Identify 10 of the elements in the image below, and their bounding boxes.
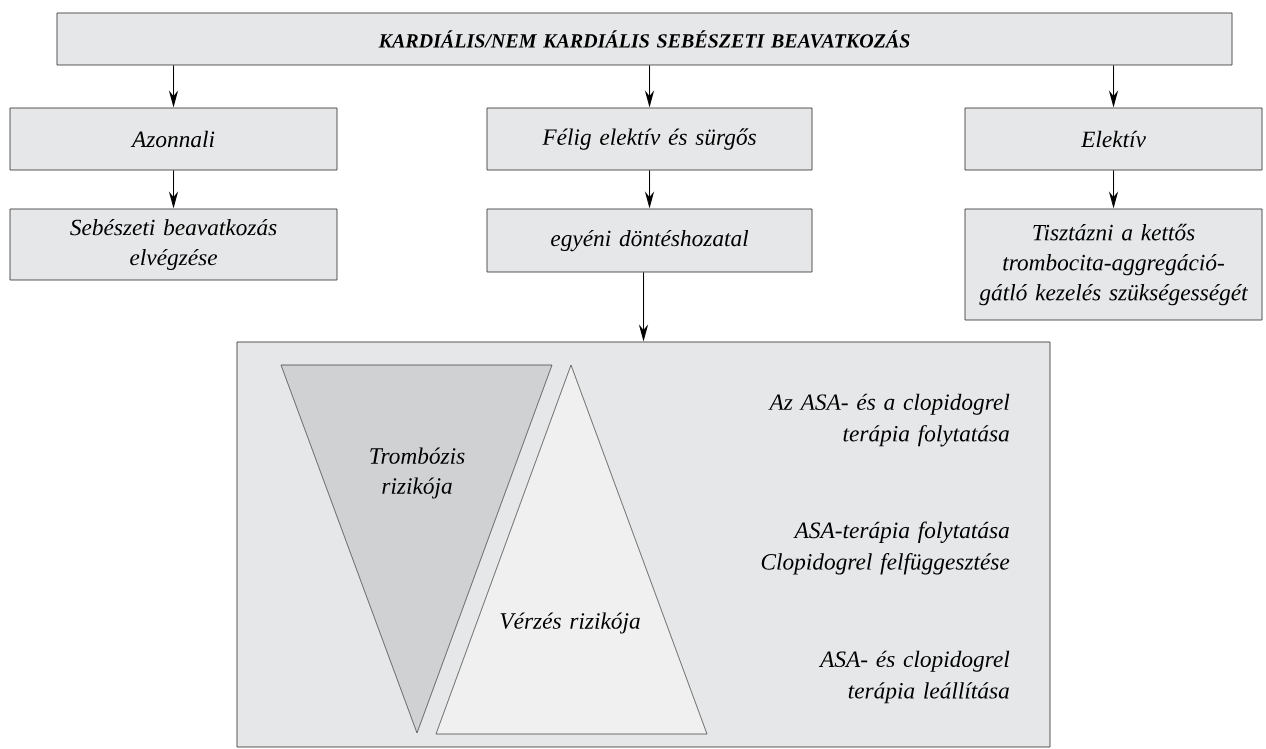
panel-text: Az ASA- és a clopidogrel terápia folytatása	[768, 393, 1010, 447]
panel-text: ASA-terápia folytatása Clopidogrel felfüggesztése	[761, 521, 1010, 575]
process-box: Azonnali	[9, 107, 338, 171]
process-box: egyéni döntéshozatal	[486, 208, 813, 273]
panel-text: ASA- és clopidogrel terápia leállítása	[818, 650, 1010, 704]
process-box: Félig elektív és sürgős	[486, 107, 813, 171]
process-box: Sebészeti beavatkozás elvégzése	[9, 208, 338, 281]
process-box: Tisztázni a kettős trombocita-aggregáció-gátló kezelés szükségességét	[964, 208, 1263, 321]
process-box: Elektív	[964, 107, 1263, 171]
title-box: KARDIÁLIS/NEM KARDIÁLIS SEBÉSZETI BEAVATKOZÁS	[56, 12, 1233, 66]
